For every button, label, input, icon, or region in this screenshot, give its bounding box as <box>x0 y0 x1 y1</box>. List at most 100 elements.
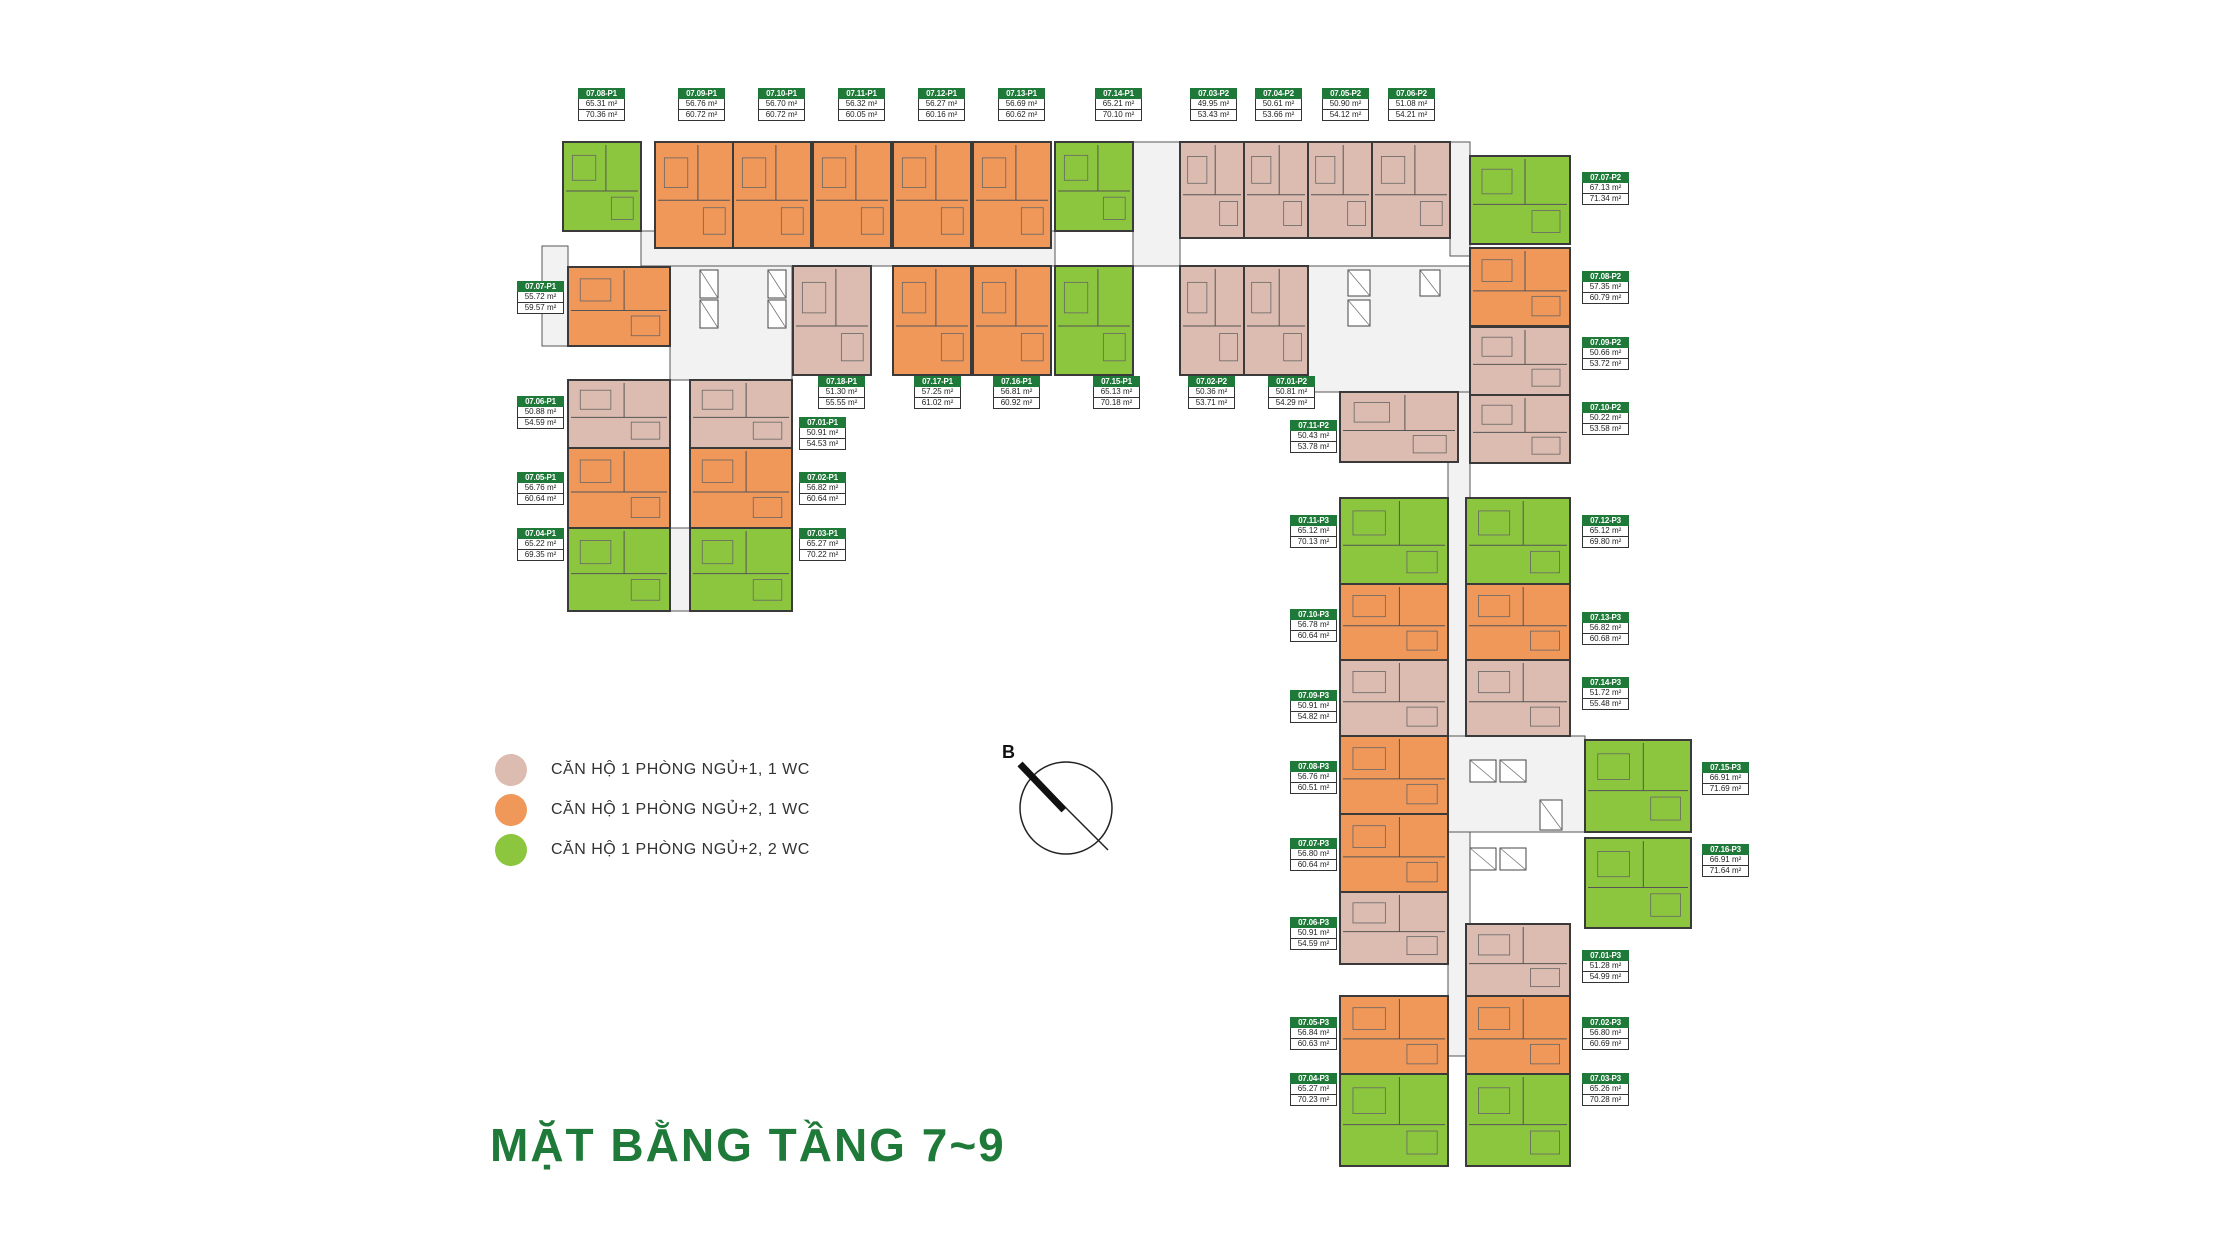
unit-area: 60.72 m² <box>758 110 805 121</box>
bath-outline <box>940 207 964 235</box>
unit-code: 07.01-P3 <box>1582 950 1629 961</box>
unit-code: 07.08-P2 <box>1582 271 1629 282</box>
apartment-unit <box>1339 497 1449 585</box>
elevator-cross <box>767 269 787 299</box>
unit-area: 51.28 m² <box>1582 961 1629 972</box>
unit-area: 50.22 m² <box>1582 413 1629 424</box>
unit-area: 56.27 m² <box>918 99 965 110</box>
unit-area: 60.68 m² <box>1582 634 1629 645</box>
elevator-cross <box>1419 269 1441 297</box>
unit-code: 07.11-P1 <box>838 88 885 99</box>
apartment-unit <box>567 447 671 529</box>
unit-area: 50.90 m² <box>1322 99 1369 110</box>
bath-outline <box>630 315 661 337</box>
legend-swatch <box>495 834 527 866</box>
unit-area: 54.82 m² <box>1290 712 1337 723</box>
bath-outline <box>1406 630 1438 651</box>
elevator-cross <box>1347 269 1371 297</box>
core-area <box>1307 265 1471 393</box>
apartment-unit <box>1584 739 1692 833</box>
bath-outline <box>1419 201 1443 226</box>
unit-area: 70.13 m² <box>1290 537 1337 548</box>
bath-outline <box>860 207 884 235</box>
apartment-unit <box>1339 1073 1449 1167</box>
unit-area: 60.05 m² <box>838 110 885 121</box>
unit-area: 55.55 m² <box>818 398 865 409</box>
unit-area: 65.27 m² <box>1290 1084 1337 1095</box>
bed-outline <box>1353 402 1390 423</box>
unit-area: 53.78 m² <box>1290 442 1337 453</box>
apartment-unit <box>1469 247 1571 327</box>
bed-outline <box>663 157 689 188</box>
unit-area: 69.80 m² <box>1582 537 1629 548</box>
bath-outline <box>840 333 864 362</box>
bath-outline <box>1650 796 1681 821</box>
unit-code: 07.17-P1 <box>914 376 961 387</box>
unit-area: 55.72 m² <box>517 292 564 303</box>
bath-outline <box>630 579 661 601</box>
unit-code: 07.16-P3 <box>1702 844 1749 855</box>
bath-outline <box>1406 706 1438 727</box>
apartment-unit <box>1465 1073 1571 1167</box>
unit-area: 51.72 m² <box>1582 688 1629 699</box>
bath-outline <box>1283 201 1303 226</box>
bed-outline <box>1481 404 1513 425</box>
unit-area: 56.69 m² <box>998 99 1045 110</box>
bath-outline <box>702 207 726 235</box>
apartment-unit <box>1371 141 1451 239</box>
unit-area: 65.21 m² <box>1095 99 1142 110</box>
unit-area: 54.29 m² <box>1268 398 1315 409</box>
bed-outline <box>701 459 734 483</box>
apartment-unit <box>567 266 671 347</box>
bath-outline <box>1406 936 1438 956</box>
bed-outline <box>1597 753 1630 780</box>
apartment-unit <box>972 141 1052 249</box>
elevator-cross <box>1499 847 1527 871</box>
bath-outline <box>1531 210 1561 233</box>
unit-area: 65.12 m² <box>1582 526 1629 537</box>
bath-outline <box>1219 333 1239 362</box>
apartment-unit <box>654 141 734 249</box>
unit-code: 07.15-P3 <box>1702 762 1749 773</box>
unit-area: 65.31 m² <box>578 99 625 110</box>
apartment-unit <box>689 379 793 449</box>
bed-outline <box>1352 510 1386 536</box>
unit-area: 56.82 m² <box>1582 623 1629 634</box>
unit-area: 50.91 m² <box>1290 701 1337 712</box>
unit-code: 07.09-P2 <box>1582 337 1629 348</box>
bed-outline <box>901 281 927 314</box>
unit-code: 07.05-P3 <box>1290 1017 1337 1028</box>
unit-area: 57.35 m² <box>1582 282 1629 293</box>
bath-outline <box>1406 1043 1438 1065</box>
elevator-cross <box>699 299 719 329</box>
bed-outline <box>701 540 734 565</box>
bath-outline <box>752 497 783 519</box>
unit-area: 70.28 m² <box>1582 1095 1629 1106</box>
bed-outline <box>1352 671 1386 694</box>
bed-outline <box>1063 281 1089 314</box>
bed-outline <box>1187 155 1208 184</box>
unit-area: 71.34 m² <box>1582 194 1629 205</box>
apartment-unit <box>562 141 642 232</box>
bath-outline <box>610 196 634 220</box>
unit-code: 07.06-P1 <box>517 396 564 407</box>
unit-code: 07.10-P2 <box>1582 402 1629 413</box>
bath-outline <box>1219 201 1239 226</box>
unit-area: 70.10 m² <box>1095 110 1142 121</box>
bath-outline <box>1412 434 1447 454</box>
apartment-unit <box>1243 265 1309 376</box>
bath-outline <box>940 333 964 362</box>
unit-area: 60.64 m² <box>517 494 564 505</box>
unit-area: 56.80 m² <box>1582 1028 1629 1039</box>
unit-area: 54.12 m² <box>1322 110 1369 121</box>
unit-area: 70.36 m² <box>578 110 625 121</box>
